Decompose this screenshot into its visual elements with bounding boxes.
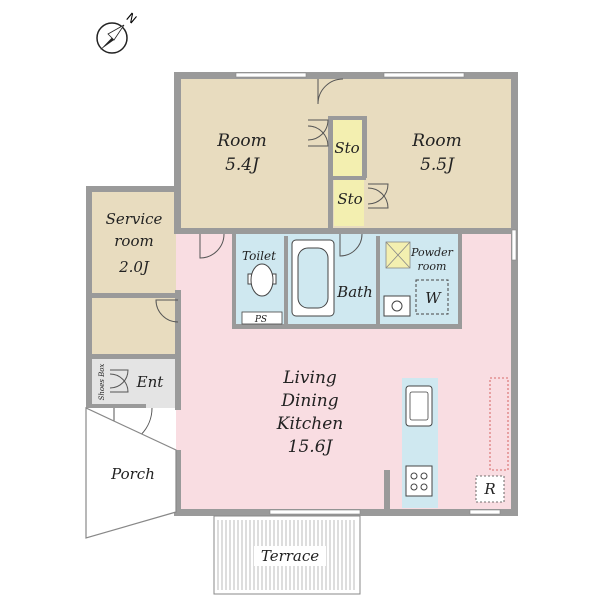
room-left-name: Room	[216, 131, 266, 151]
storage-floor-1	[330, 120, 364, 178]
bath-label: Bath	[336, 283, 373, 301]
porch	[85, 407, 177, 539]
shoes-box-label: Shoes Box	[98, 364, 106, 401]
compass: N	[96, 10, 139, 54]
storage-2-label: Sto	[337, 190, 362, 208]
powder-room-name-1: Powder	[410, 246, 454, 259]
pipe-space-label: PS	[254, 315, 267, 325]
service-room-name-1: Service	[106, 210, 163, 228]
refrigerator-label: R	[483, 480, 495, 498]
entrance-floor	[90, 358, 178, 408]
terrace-deck	[213, 515, 361, 595]
washer-label: W	[425, 289, 442, 307]
ldk-line-1: Living	[282, 368, 337, 388]
room-left-size: 5.4J	[225, 155, 260, 175]
service-room-size: 2.0J	[118, 258, 150, 276]
bathtub	[291, 239, 335, 317]
porch-label: Porch	[110, 465, 155, 483]
storage-1-label: Sto	[334, 139, 359, 157]
room-right-size: 5.5J	[420, 155, 455, 175]
room-right-name: Room	[411, 131, 461, 151]
entrance-label: Ent	[136, 373, 165, 391]
ldk-line-2: Dining	[280, 391, 338, 411]
kitchen-fixtures	[384, 377, 509, 510]
storage-floor-2	[334, 180, 364, 226]
closet-floor	[90, 298, 178, 354]
ldk-size: 15.6J	[288, 437, 334, 457]
powder-room-fixtures	[383, 241, 449, 317]
powder-room-name-2: room	[418, 260, 447, 273]
compass-north-label: N	[123, 10, 139, 26]
toilet-fixture	[241, 263, 283, 325]
service-room-name-2: room	[114, 232, 153, 250]
service-room-floor	[90, 190, 178, 294]
terrace-label: Terrace	[261, 547, 319, 565]
toilet-label: Toilet	[242, 249, 276, 263]
ldk-line-3: Kitchen	[276, 414, 343, 434]
windows	[235, 72, 517, 515]
